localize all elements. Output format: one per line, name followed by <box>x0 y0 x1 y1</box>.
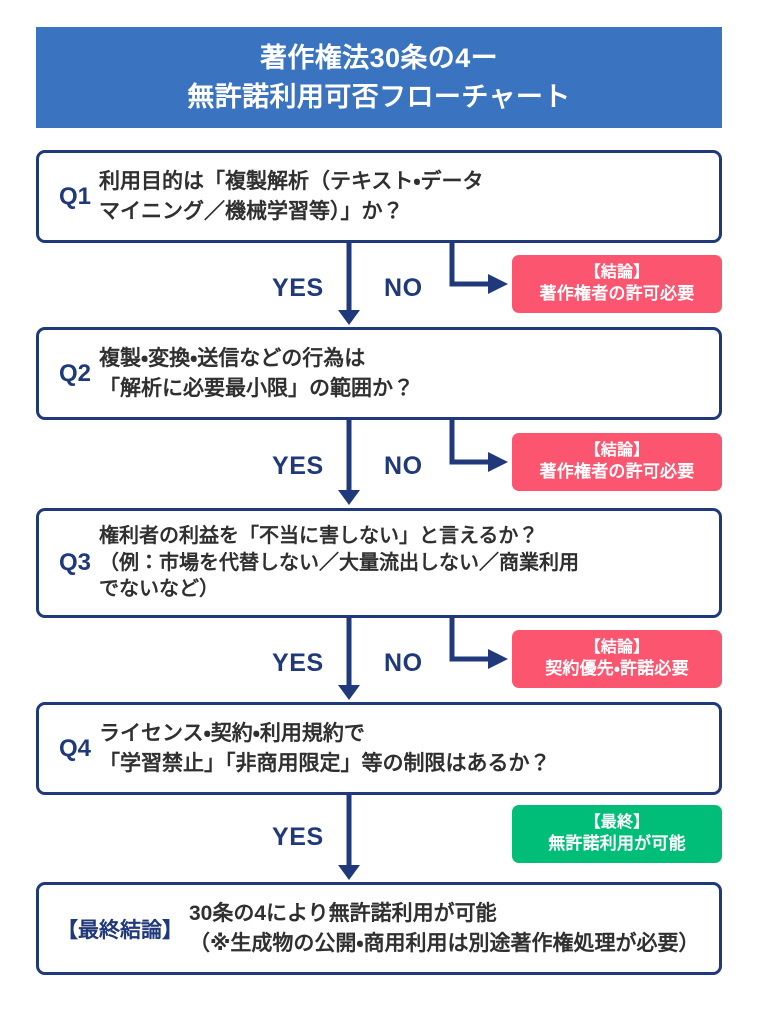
branch-label-q2-no: NO <box>384 452 423 480</box>
chart-title-line-1: 著作権法30条の4ー <box>259 43 499 74</box>
result-badge-q3-no[interactable]: 【結論】 契約優先・許諾必要 <box>512 630 722 688</box>
question-text-q4: ライセンス・契約・利用規約で 「学習禁止」「非商用限定」等の制限はあるか？ <box>99 722 551 775</box>
question-text-q1: 利用目的は「複製解析（テキスト・データ マイニング／機械学習等）」か？ <box>99 170 484 223</box>
result-badge-q4-final-body: 無許諾利用が可能 <box>548 834 686 854</box>
final-conclusion-text: 30条の4により無許諾利用が可能 （※生成物の公開・商用利用は別途著作権処理が必… <box>189 901 700 955</box>
question-text-q3: 権利者の利益を「不当に害しない」と言えるか？ （例：市場を代替しない／大量流出し… <box>99 524 580 601</box>
connector-q2-yes <box>338 420 360 505</box>
connector-q1-no <box>449 243 508 294</box>
branch-label-q1-no: NO <box>384 274 423 302</box>
connector-q3-yes <box>338 618 360 700</box>
question-label-q3: Q3 <box>59 549 92 576</box>
branch-label-q1-yes: YES <box>272 274 324 302</box>
final-conclusion-label: 【最終結論】 <box>57 918 183 942</box>
result-badge-q1-no-head: 【結論】 <box>584 264 650 282</box>
connector-q2-no <box>449 420 508 472</box>
question-text-q2: 複製・変換・送信などの行為は 「解析に必要最小限」の範囲か？ <box>99 347 415 400</box>
connector-q3-no <box>449 618 508 669</box>
result-badge-q1-no-body: 著作権者の許可必要 <box>539 284 695 304</box>
result-badge-q2-no[interactable]: 【結論】 著作権者の許可必要 <box>512 433 722 491</box>
result-badge-q1-no[interactable]: 【結論】 著作権者の許可必要 <box>512 255 722 313</box>
question-box-q1[interactable]: Q1 利用目的は「複製解析（テキスト・データ マイニング／機械学習等）」か？ <box>36 150 722 243</box>
question-label-q4: Q4 <box>59 734 92 762</box>
branch-label-q3-yes: YES <box>272 649 324 677</box>
branch-label-q4-yes: YES <box>272 823 324 851</box>
result-badge-q4-final-head: 【最終】 <box>584 814 650 832</box>
result-badge-q3-no-head: 【結論】 <box>584 639 650 657</box>
result-badge-q2-no-head: 【結論】 <box>584 442 650 460</box>
chart-title-line-2: 無許諾利用可否フローチャート <box>187 81 571 112</box>
result-badge-q2-no-body: 著作権者の許可必要 <box>539 462 695 482</box>
chart-title-banner: 著作権法30条の4ー 無許諾利用可否フローチャート <box>36 27 722 128</box>
connector-q4-yes <box>338 795 360 880</box>
result-badge-q4-final[interactable]: 【最終】 無許諾利用が可能 <box>512 805 722 863</box>
question-box-q3[interactable]: Q3 権利者の利益を「不当に害しない」と言えるか？ （例：市場を代替しない／大量… <box>36 508 722 618</box>
branch-label-q3-no: NO <box>384 649 423 677</box>
branch-label-q2-yes: YES <box>272 452 324 480</box>
result-badge-q3-no-body: 契約優先・許諾必要 <box>545 659 689 679</box>
question-label-q2: Q2 <box>59 359 92 387</box>
question-box-q2[interactable]: Q2 複製・変換・送信などの行為は 「解析に必要最小限」の範囲か？ <box>36 327 722 420</box>
question-label-q1: Q1 <box>59 182 92 210</box>
connector-q1-yes <box>338 243 360 325</box>
final-conclusion-box[interactable]: 【最終結論】 30条の4により無許諾利用が可能 （※生成物の公開・商用利用は別途… <box>36 882 722 975</box>
question-box-q4[interactable]: Q4 ライセンス・契約・利用規約で 「学習禁止」「非商用限定」等の制限はあるか？ <box>36 702 722 795</box>
